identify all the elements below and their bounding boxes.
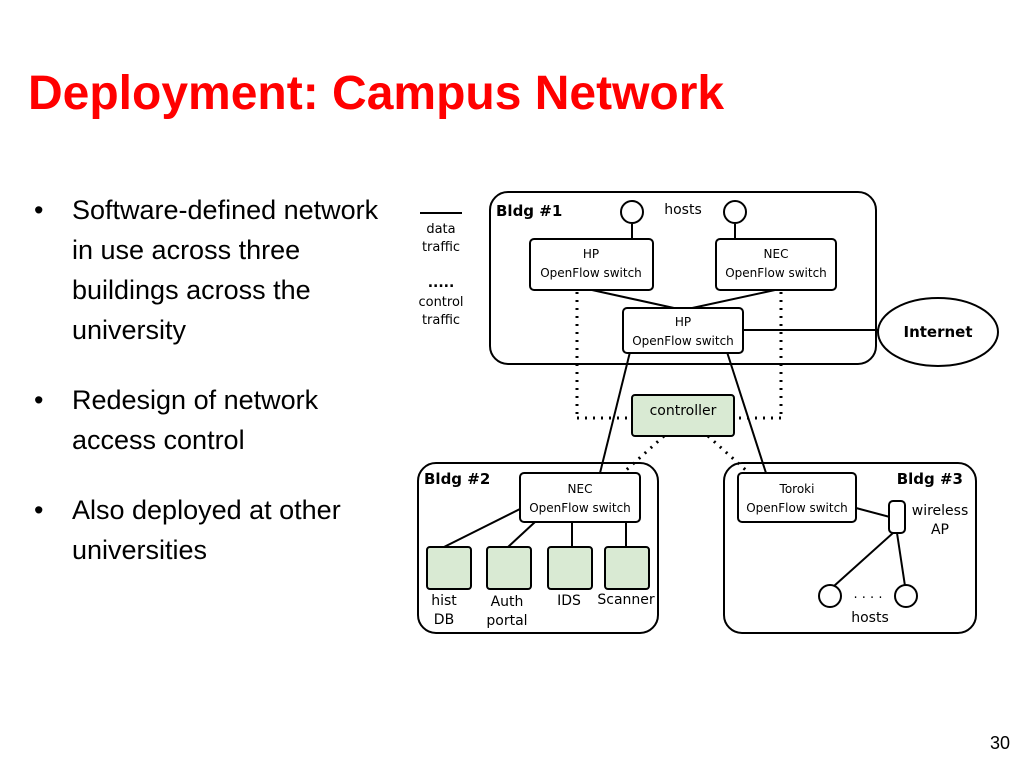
server-label: hist <box>431 593 457 609</box>
bldg2-label: Bldg #2 <box>424 470 490 488</box>
legend-control-label: control <box>418 295 463 310</box>
page-number: 30 <box>989 733 1010 753</box>
control-lines <box>575 292 783 474</box>
bldg3-hosts-label: hosts <box>851 610 889 626</box>
server-label: IDS <box>557 593 581 609</box>
bullet-item: •Also deployed at other universities <box>30 490 390 570</box>
switch-label: OpenFlow switch <box>529 501 631 515</box>
switch-label: HP <box>675 315 691 329</box>
server-box <box>486 546 532 590</box>
bullet-item: •Software-defined network in use across … <box>30 190 390 350</box>
host-icon <box>723 200 747 224</box>
bldg2-box <box>417 462 659 634</box>
server-box <box>547 546 593 590</box>
switch-label: OpenFlow switch <box>632 334 734 348</box>
bldg1-box <box>489 191 877 365</box>
bldg3-box <box>723 462 977 634</box>
controller-label: controller <box>650 403 717 419</box>
server-label: Auth <box>491 594 524 610</box>
nec-switch-bldg2 <box>519 472 641 523</box>
bldg1-hosts-label: hosts <box>664 202 702 218</box>
internet-label: Internet <box>903 323 972 341</box>
server-label: Scanner <box>597 592 655 608</box>
bldg3-label: Bldg #3 <box>897 470 963 488</box>
bullet-icon: • <box>34 385 44 415</box>
nec-switch-right <box>715 238 837 291</box>
bullet-item: •Redesign of network access control <box>30 380 390 460</box>
switch-label: NEC <box>764 247 789 261</box>
switch-label: HP <box>583 247 599 261</box>
toroki-switch <box>737 472 857 523</box>
switch-label: OpenFlow switch <box>746 501 848 515</box>
host-icon <box>818 584 842 608</box>
legend-control-label: traffic <box>422 313 460 328</box>
data-lines <box>443 224 906 587</box>
bullet-icon: • <box>34 195 44 225</box>
bldg1-label: Bldg #1 <box>496 202 562 220</box>
server-box <box>426 546 472 590</box>
ap-label: wireless <box>912 503 969 519</box>
switch-label: OpenFlow switch <box>725 266 827 280</box>
ap-label: AP <box>931 522 949 538</box>
controller-box <box>631 394 735 437</box>
hosts-dots: . . . . <box>854 587 883 602</box>
switch-label: Toroki <box>779 482 815 496</box>
hp-switch-left <box>529 238 654 291</box>
host-icon <box>620 200 644 224</box>
legend-data-label: traffic <box>422 240 460 255</box>
bullet-icon: • <box>34 495 44 525</box>
legend-data-label: data <box>426 222 455 237</box>
legend-control-dots: ..... <box>428 275 455 291</box>
hp-core-switch <box>622 307 744 354</box>
switch-label: OpenFlow switch <box>540 266 642 280</box>
server-box <box>604 546 650 590</box>
server-label: DB <box>434 612 454 628</box>
host-icon <box>894 584 918 608</box>
switch-label: NEC <box>568 482 593 496</box>
server-label: portal <box>486 613 527 629</box>
wireless-ap-icon <box>888 500 906 534</box>
bullet-list: •Software-defined network in use across … <box>30 190 390 600</box>
internet-cloud <box>877 297 999 367</box>
slide-title: Deployment: Campus Network <box>28 67 725 120</box>
